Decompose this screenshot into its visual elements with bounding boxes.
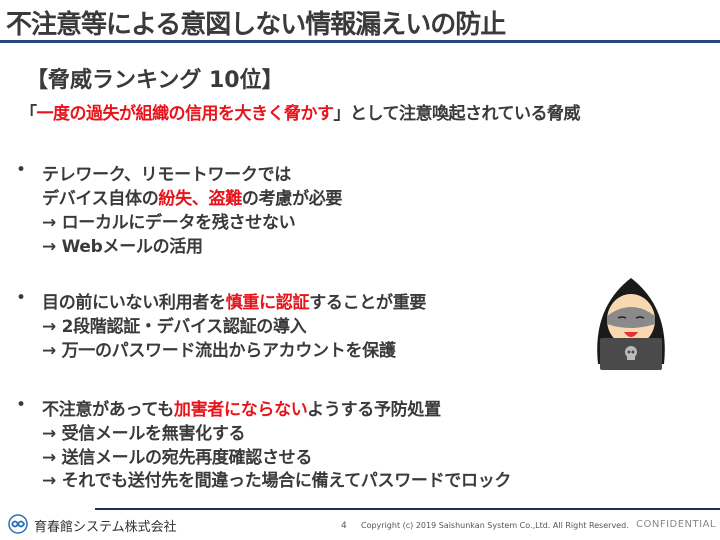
text-segment: の考慮が必要	[241, 189, 343, 209]
text-segment: 不注意があっても	[42, 400, 174, 420]
highlight-text: 慎重に認証	[225, 293, 310, 313]
subtitle-open: 「	[20, 104, 37, 124]
bullet-line: → 2段階認証・デバイス認証の導入	[42, 312, 307, 337]
bullet-line: → 万一のパスワード流出からアカウントを保護	[42, 336, 396, 361]
copyright: Copyright (c) 2019 Saishunkan System Co.…	[361, 521, 629, 530]
bullet-line: → それでも送付先を間違った場合に備えてパスワードでロック	[42, 466, 511, 491]
company-logo-icon	[8, 514, 28, 534]
company-name: 育春館システム株式会社	[34, 520, 177, 535]
bullet-line: → ローカルにデータを残させない	[42, 208, 296, 233]
bullet-icon: •	[16, 288, 27, 308]
bullet-line: → 受信メールを無害化する	[42, 419, 246, 444]
highlight-text: 加害者にならない	[173, 400, 308, 420]
subtitle: 「一度の過失が組織の信用を大きく脅かす」として注意喚起されている脅威	[20, 99, 580, 124]
highlight-text: 盗難	[208, 189, 243, 209]
subtitle-rest: 」として注意喚起されている脅威	[333, 104, 581, 124]
text-segment: → 送信メールの宛先再度確認させる	[42, 448, 313, 468]
bullet-icon: •	[16, 395, 27, 415]
slide-title: 不注意等による意図しない情報漏えいの防止	[6, 10, 506, 40]
text-segment: 目の前にいない利用者を	[42, 293, 226, 313]
subtitle-highlight: 一度の過失が組織の信用を大きく脅かす	[36, 104, 335, 124]
text-segment: → ローカルにデータを残させない	[42, 213, 296, 233]
text-segment: テレワーク、リモートワークでは	[42, 165, 291, 185]
text-segment: デバイス自体の	[42, 189, 159, 209]
text-segment: することが重要	[309, 293, 427, 313]
text-segment: → 万一のパスワード流出からアカウントを保護	[42, 341, 396, 361]
page-number: 4	[341, 521, 347, 531]
bullet-icon: •	[16, 160, 27, 180]
text-segment: → それでも送付先を間違った場合に備えてパスワードでロック	[42, 471, 512, 491]
bullet-line: → 送信メールの宛先再度確認させる	[42, 443, 312, 468]
hacker-illustration	[597, 278, 665, 370]
title-divider	[0, 40, 720, 43]
text-segment: → Webメールの活用	[42, 237, 203, 257]
bullet-line: デバイス自体の紛失、盗難の考慮が必要	[42, 184, 342, 209]
highlight-text: 、	[191, 189, 209, 209]
threat-ranking-heading: 【脅威ランキング 10位】	[26, 68, 284, 93]
footer-divider	[95, 508, 720, 510]
text-segment: → 2段階認証・デバイス認証の導入	[42, 317, 307, 337]
bullet-line: テレワーク、リモートワークでは	[42, 160, 291, 185]
confidential-label: CONFIDENTIAL	[636, 519, 717, 530]
bullet-line: 不注意があっても加害者にならないようする予防処置	[42, 395, 441, 420]
highlight-text: 紛失	[158, 189, 192, 209]
bullet-line: → Webメールの活用	[42, 232, 203, 257]
text-segment: → 受信メールを無害化する	[42, 424, 246, 444]
bullet-line: 目の前にいない利用者を慎重に認証することが重要	[42, 288, 426, 313]
text-segment: ようする予防処置	[307, 400, 441, 420]
